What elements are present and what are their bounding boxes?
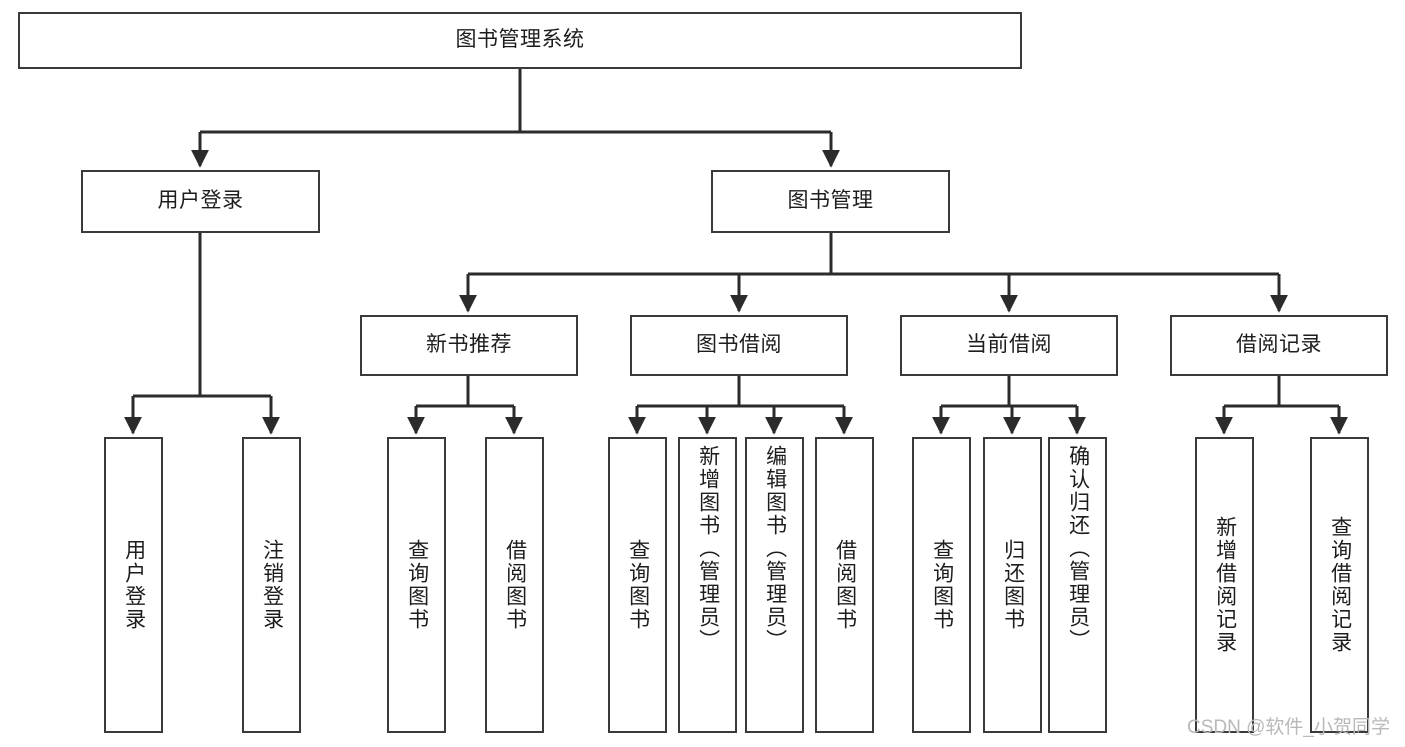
node-leaf-logout[interactable]: 注销登录 (242, 437, 301, 733)
node-root-label: 图书管理系统 (455, 28, 585, 52)
node-leaf-borrow-book-1-label: 借阅图书 (503, 539, 527, 631)
node-book-manage[interactable]: 图书管理 (711, 170, 950, 233)
node-leaf-edit-book[interactable]: 编辑图书（管理员） (745, 437, 804, 733)
node-book-borrow[interactable]: 图书借阅 (630, 315, 848, 376)
node-leaf-confirm-return-label: 确认归还（管理员） (1066, 445, 1090, 652)
node-leaf-user-login-label: 用户登录 (122, 539, 146, 631)
node-book-borrow-label: 图书借阅 (696, 333, 782, 357)
node-leaf-query-record[interactable]: 查询借阅记录 (1310, 437, 1369, 733)
node-leaf-query-record-label: 查询借阅记录 (1328, 516, 1352, 654)
node-leaf-logout-label: 注销登录 (260, 539, 284, 631)
csdn-watermark: CSDN @软件_小贺同学 (1187, 717, 1390, 738)
node-leaf-borrow-book-2-label: 借阅图书 (833, 539, 857, 631)
node-borrow-record[interactable]: 借阅记录 (1170, 315, 1388, 376)
node-root[interactable]: 图书管理系统 (18, 12, 1022, 69)
node-leaf-add-book[interactable]: 新增图书（管理员） (678, 437, 737, 733)
node-leaf-query-book-1[interactable]: 查询图书 (387, 437, 446, 733)
node-leaf-edit-book-label: 编辑图书（管理员） (763, 445, 787, 652)
node-leaf-query-book-2-label: 查询图书 (626, 539, 650, 631)
node-leaf-query-book-1-label: 查询图书 (405, 539, 429, 631)
node-leaf-borrow-book-2[interactable]: 借阅图书 (815, 437, 874, 733)
node-leaf-borrow-book-1[interactable]: 借阅图书 (485, 437, 544, 733)
node-leaf-query-book-2[interactable]: 查询图书 (608, 437, 667, 733)
node-leaf-return-book[interactable]: 归还图书 (983, 437, 1042, 733)
node-user-login-label: 用户登录 (157, 189, 244, 213)
node-borrow-record-label: 借阅记录 (1236, 333, 1322, 357)
node-leaf-query-book-3-label: 查询图书 (930, 539, 954, 631)
node-leaf-return-book-label: 归还图书 (1001, 539, 1025, 631)
node-leaf-confirm-return[interactable]: 确认归还（管理员） (1048, 437, 1107, 733)
node-leaf-add-record-label: 新增借阅记录 (1213, 516, 1237, 654)
node-user-login[interactable]: 用户登录 (81, 170, 320, 233)
node-new-book-rec[interactable]: 新书推荐 (360, 315, 578, 376)
node-leaf-add-book-label: 新增图书（管理员） (696, 445, 720, 652)
node-leaf-query-book-3[interactable]: 查询图书 (912, 437, 971, 733)
node-new-book-rec-label: 新书推荐 (426, 333, 512, 357)
node-current-borrow-label: 当前借阅 (966, 333, 1052, 357)
node-leaf-add-record[interactable]: 新增借阅记录 (1195, 437, 1254, 733)
node-leaf-user-login[interactable]: 用户登录 (104, 437, 163, 733)
node-current-borrow[interactable]: 当前借阅 (900, 315, 1118, 376)
node-book-manage-label: 图书管理 (787, 189, 874, 213)
